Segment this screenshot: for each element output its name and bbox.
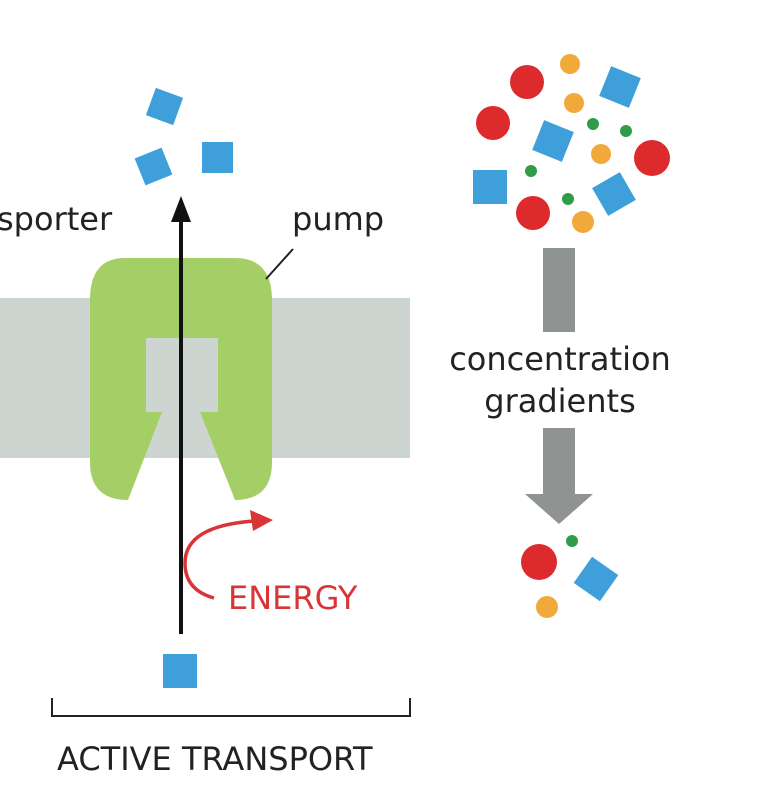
green-molecule [562, 193, 574, 205]
orange-molecule [591, 144, 611, 164]
square-molecule [573, 556, 619, 602]
transporter-label: sporter [0, 200, 113, 238]
square-molecule [145, 87, 184, 126]
green-molecule [566, 535, 578, 547]
square-molecule [202, 142, 233, 173]
gradient-label-line1: concentration [449, 340, 671, 378]
pump-label: pump [292, 200, 384, 238]
square-molecule [599, 66, 641, 108]
gradient-label-line2: gradients [484, 382, 635, 420]
arrow-down-icon [525, 494, 593, 524]
square-molecule [134, 147, 173, 186]
square-molecule [163, 654, 197, 688]
red-molecule [476, 106, 510, 140]
square-molecule [592, 172, 636, 216]
gradient-arrow-upper [543, 248, 575, 332]
orange-molecule [536, 596, 558, 618]
red-molecule [516, 196, 550, 230]
molecule-cluster-high [473, 54, 670, 233]
red-molecule [510, 65, 544, 99]
square-molecule [473, 170, 507, 204]
green-molecule [525, 165, 537, 177]
energy-label: ENERGY [228, 579, 358, 617]
energy-arrowhead [250, 510, 273, 531]
active-transport-label: ACTIVE TRANSPORT [57, 740, 373, 778]
green-molecule [620, 125, 632, 137]
pump-protein [90, 258, 272, 500]
green-molecule [587, 118, 599, 130]
orange-molecule [560, 54, 580, 74]
arrow-up-icon [171, 196, 191, 222]
orange-molecule [564, 93, 584, 113]
molecule-cluster-low [521, 535, 619, 618]
square-molecule [532, 120, 574, 162]
curved-arrow-icon [183, 519, 255, 600]
red-molecule [521, 544, 557, 580]
pump-pointer [265, 248, 294, 280]
orange-molecule [572, 211, 594, 233]
active-transport-bracket [51, 698, 411, 717]
red-molecule [634, 140, 670, 176]
gradient-arrow-lower [543, 428, 575, 494]
